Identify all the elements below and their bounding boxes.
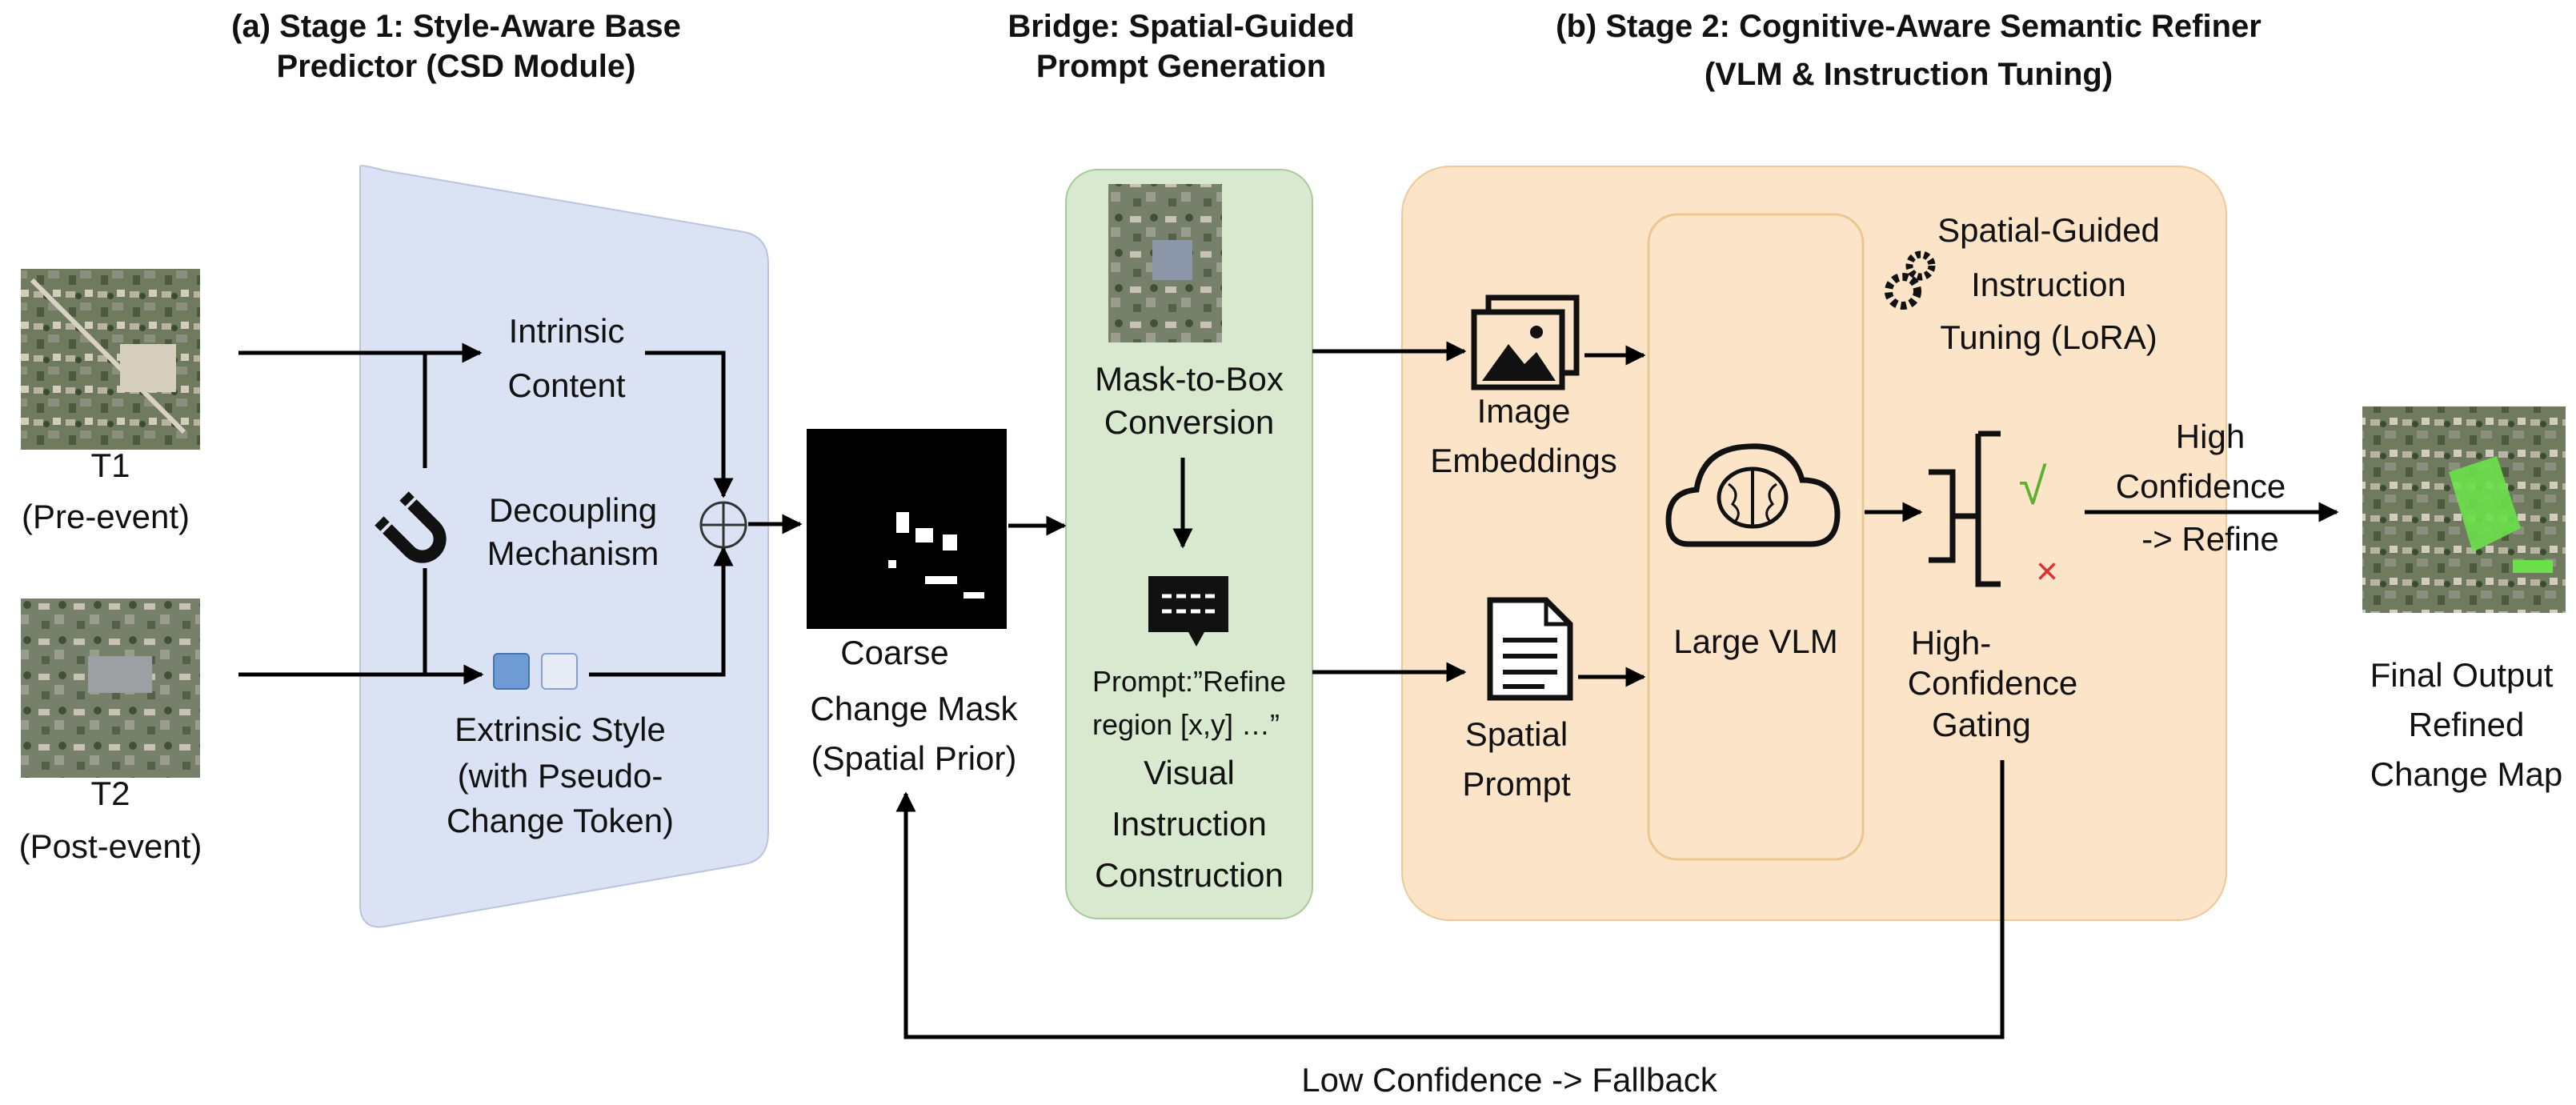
t1-site: [120, 344, 176, 392]
t2-sub: (Post-event): [19, 827, 202, 865]
check-icon: √: [2018, 458, 2047, 515]
coarse-line3: (Spatial Prior): [811, 739, 1017, 777]
img-emb-line1: Image: [1477, 392, 1571, 430]
brain-cloud-icon: [1665, 443, 1841, 547]
output-change-highlight: [2449, 456, 2521, 552]
spatial-prompt-line1: Spatial: [1465, 715, 1568, 753]
tuning-line1: Spatial-Guided: [1937, 211, 2160, 249]
gating-line2: Confidence: [1908, 664, 2077, 702]
output-line1: Final Output: [2370, 656, 2554, 694]
tuning-line2: Instruction: [1971, 266, 2126, 303]
bridge-image-site: [1152, 240, 1192, 280]
oplus-icon: [699, 501, 747, 549]
document-icon: [1487, 597, 1573, 701]
prompt-line2: region [x,y] …”: [1092, 708, 1280, 741]
cross-icon: ×: [2036, 550, 2058, 593]
extrinsic-line3: Change Token): [447, 802, 674, 839]
vlm-box: [1647, 213, 1865, 861]
m2b-line1: Mask-to-Box: [1095, 360, 1284, 398]
t1-road: [30, 278, 186, 434]
gating-line1: High-: [1911, 624, 1991, 662]
output-line2: Refined: [2409, 706, 2525, 743]
bridge-title-line1: Bridge: Spatial-Guided: [1008, 9, 1354, 44]
fallback-label: Low Confidence -> Fallback: [1301, 1061, 1717, 1099]
decoupling-line2: Mechanism: [487, 534, 659, 572]
vic-line2: Instruction: [1112, 805, 1267, 843]
coarse-mask-blobs: [888, 512, 984, 599]
vlm-label: Large VLM: [1673, 623, 1837, 660]
bridge-title-line2: Prompt Generation: [1036, 49, 1326, 84]
extrinsic-line1: Extrinsic Style: [455, 711, 666, 748]
extrinsic-line2: (with Pseudo-: [458, 757, 663, 795]
intrinsic-to-fuse-arrow: [645, 350, 734, 498]
t2-label: T2: [90, 775, 130, 812]
decoupling-line1: Decoupling: [489, 491, 657, 529]
stage1-title-line2: Predictor (CSD Module): [277, 49, 636, 84]
chat-bubble-icon: [1148, 576, 1228, 647]
tuning-line3: Tuning (LoRA): [1940, 318, 2157, 356]
spatial-prompt-line2: Prompt: [1462, 765, 1571, 803]
t2-site: [88, 656, 152, 693]
magnet-icon: [375, 491, 447, 563]
stage2-title-line1: (b) Stage 2: Cognitive-Aware Semantic Re…: [1556, 9, 2262, 44]
t1-label: T1: [90, 446, 130, 484]
gate-bracket: [1953, 430, 2001, 587]
coarse-line2: Change Mask: [810, 690, 1018, 727]
intrinsic-line1: Intrinsic: [509, 312, 625, 350]
prompt-line1: Prompt:”Refine: [1092, 665, 1286, 698]
vic-line1: Visual: [1144, 754, 1235, 791]
intrinsic-line2: Content: [507, 366, 625, 404]
fallback-arrow: [895, 760, 2005, 1039]
pseudo-change-token: [541, 653, 578, 690]
high-conf-line3: -> Refine: [2141, 520, 2279, 558]
style-to-fuse-arrow: [589, 546, 734, 677]
stage2-title-line2: (VLM & Instruction Tuning): [1705, 57, 2113, 92]
image-stack-icon: [1471, 294, 1580, 390]
high-conf-line2: Confidence: [2116, 467, 2286, 505]
m2b-line2: Conversion: [1104, 403, 1274, 441]
vic-line3: Construction: [1095, 856, 1284, 894]
output-change-strip: [2513, 560, 2553, 573]
gears-icon: [1885, 250, 1936, 310]
img-emb-line2: Embeddings: [1430, 442, 1617, 479]
stage1-title-line1: (a) Stage 1: Style-Aware Base: [231, 9, 681, 44]
gating-line3: Gating: [1932, 706, 2031, 743]
high-conf-line1: High: [2176, 418, 2245, 455]
t1-sub: (Pre-event): [22, 498, 190, 535]
coarse-line1: Coarse: [840, 634, 948, 671]
style-token-filled: [493, 653, 530, 690]
output-line3: Change Map: [2370, 755, 2563, 793]
